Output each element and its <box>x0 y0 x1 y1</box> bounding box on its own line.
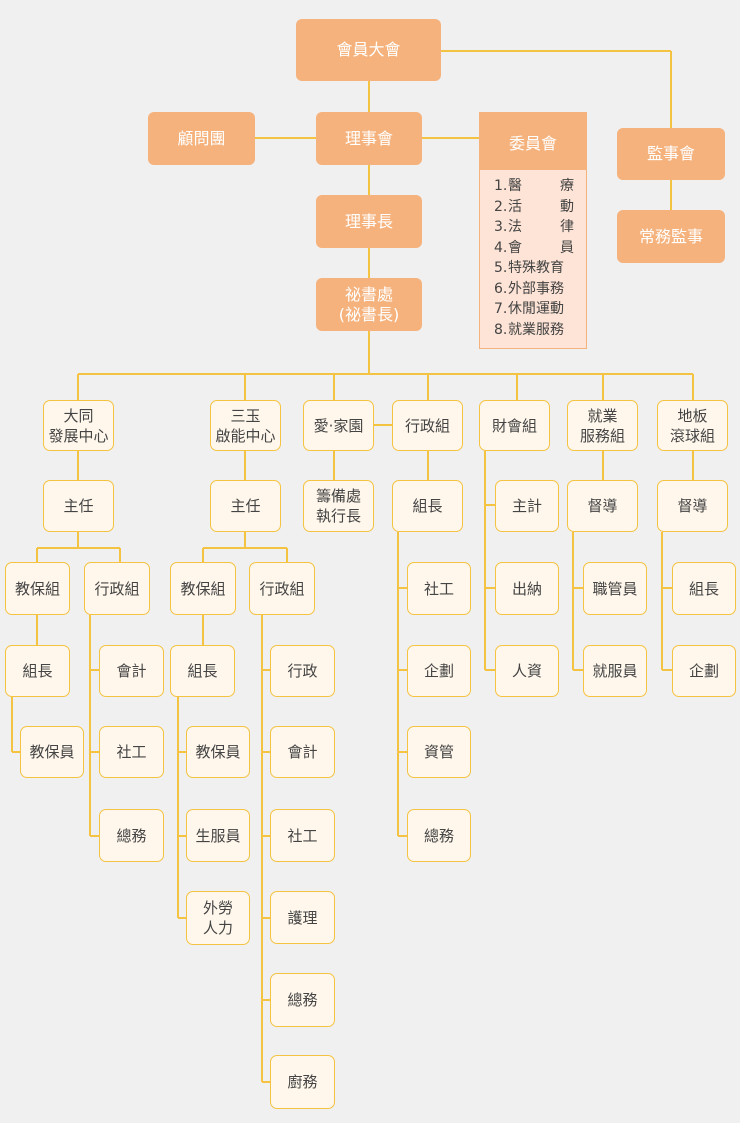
committee-item: 4.會員 <box>494 238 574 259</box>
unit-floorball: 地板 滾球組 <box>657 400 728 451</box>
committee-item-text: 醫療 <box>508 178 574 194</box>
committee-panel: 委員會 1.醫療 2.活動 3.法律 4.會員 5.特殊教育 6.外部事務 7.… <box>479 112 587 349</box>
finance-hr: 人資 <box>495 645 559 697</box>
admin-general: 總務 <box>407 809 471 862</box>
finance-accountant: 主計 <box>495 480 559 532</box>
sanyu-admin-group: 行政組 <box>249 562 315 615</box>
secretariat-box: 祕書處 (祕書長) <box>316 278 422 331</box>
aijia-exec: 籌備處 執行長 <box>303 480 374 532</box>
sanyu-edu-staff: 教保員 <box>186 726 250 778</box>
sanyu-nursing: 護理 <box>270 891 335 944</box>
sanyu-life-staff: 生服員 <box>186 809 250 862</box>
floorball-leader: 組長 <box>672 562 736 615</box>
committee-item: 7.休閒運動 <box>494 299 574 320</box>
sanyu-kitchen: 廚務 <box>270 1055 335 1109</box>
general-assembly-box: 會員大會 <box>296 19 441 81</box>
committee-title: 委員會 <box>480 113 586 170</box>
committee-item: 3.法律 <box>494 217 574 238</box>
admin-info: 資管 <box>407 726 471 778</box>
committee-item-text: 法律 <box>508 219 574 235</box>
committee-item-text: 會員 <box>508 239 574 256</box>
datong-director: 主任 <box>43 480 114 532</box>
employment-supervisor: 督導 <box>567 480 638 532</box>
sanyu-accounting: 會計 <box>270 726 335 778</box>
admin-leader: 組長 <box>392 480 463 532</box>
unit-admin: 行政組 <box>392 400 463 451</box>
sanyu-leader: 組長 <box>170 645 235 697</box>
sanyu-foreign-labor: 外勞 人力 <box>186 891 250 945</box>
committee-list: 1.醫療 2.活動 3.法律 4.會員 5.特殊教育 6.外部事務 7.休閒運動… <box>480 176 586 340</box>
datong-leader: 組長 <box>5 645 70 697</box>
sanyu-admin: 行政 <box>270 645 335 697</box>
committee-item: 5.特殊教育 <box>494 258 574 279</box>
admin-social: 社工 <box>407 562 471 615</box>
committee-item-text: 特殊教育 <box>508 260 564 276</box>
unit-finance: 財會組 <box>479 400 550 451</box>
supervisors-box: 監事會 <box>617 128 725 180</box>
datong-edu-staff: 教保員 <box>20 726 84 778</box>
sanyu-director: 主任 <box>210 480 281 532</box>
standing-supervisor-box: 常務監事 <box>617 210 725 263</box>
employment-job-coach: 職管員 <box>583 562 647 615</box>
unit-datong: 大同 發展中心 <box>43 400 114 451</box>
floorball-supervisor: 督導 <box>657 480 728 532</box>
sanyu-social: 社工 <box>270 809 335 862</box>
committee-item-text: 就業服務 <box>508 321 564 338</box>
committee-item: 1.醫療 <box>494 176 574 197</box>
sanyu-edu-group: 教保組 <box>170 562 236 615</box>
unit-sanyu: 三玉 啟能中心 <box>210 400 281 451</box>
committee-item: 2.活動 <box>494 197 574 218</box>
finance-cashier: 出納 <box>495 562 559 615</box>
committee-item: 6.外部事務 <box>494 279 574 300</box>
committee-item-text: 活動 <box>508 198 574 215</box>
advisors-box: 顧問團 <box>148 112 255 165</box>
chairman-box: 理事長 <box>316 195 422 248</box>
admin-planning: 企劃 <box>407 645 471 697</box>
unit-aijia: 愛‧家園 <box>303 400 374 451</box>
employment-staff: 就服員 <box>583 645 647 697</box>
unit-employment: 就業 服務組 <box>567 400 638 451</box>
datong-general: 總務 <box>99 809 164 862</box>
datong-social: 社工 <box>99 726 164 778</box>
committee-item-text: 休閒運動 <box>508 301 564 317</box>
floorball-planning: 企劃 <box>672 645 736 697</box>
committee-item: 8.就業服務 <box>494 320 574 341</box>
datong-edu-group: 教保組 <box>5 562 70 615</box>
datong-accounting: 會計 <box>99 645 164 697</box>
committee-item-text: 外部事務 <box>508 280 564 297</box>
sanyu-general: 總務 <box>270 973 335 1027</box>
datong-admin-group: 行政組 <box>84 562 150 615</box>
board-box: 理事會 <box>316 112 422 165</box>
